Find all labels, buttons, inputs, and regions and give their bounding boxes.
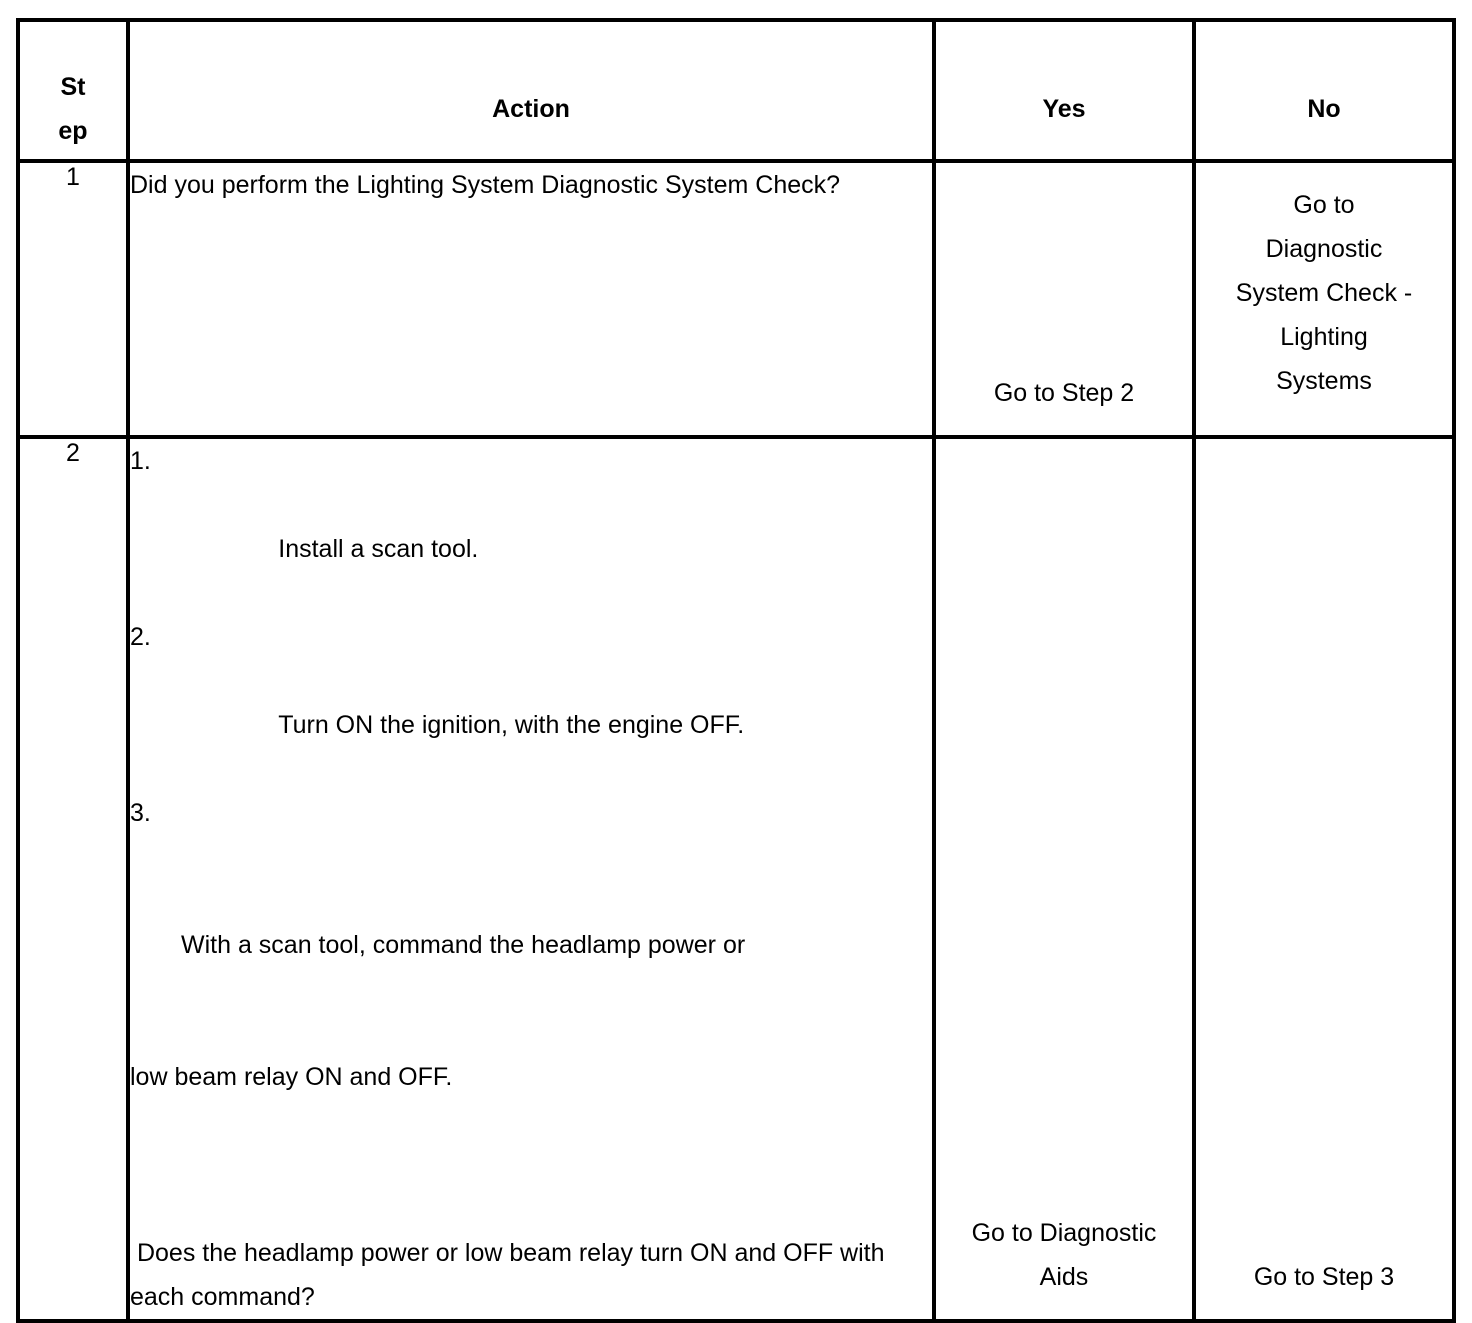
column-header-action-label: Action	[492, 95, 570, 123]
action-question: Does the headlamp power or low beam rela…	[130, 1239, 892, 1311]
list-item-text-continuation: low beam relay ON and OFF.	[130, 1063, 453, 1091]
paragraph-spacer	[130, 1187, 932, 1231]
yes-cell: Go to Diagnostic Aids	[932, 435, 1196, 1323]
no-cell-line: Go to	[1293, 191, 1355, 219]
column-header-yes: Yes	[932, 18, 1196, 163]
action-cell: 1. Install a scan tool. 2. Turn ON the i…	[126, 435, 936, 1323]
list-item-marker: 3.	[130, 799, 151, 827]
no-cell-line: Go to Step 3	[1253, 1263, 1395, 1291]
table-row: 1 Did you perform the Lighting System Di…	[16, 159, 1456, 439]
column-header-step: St ep	[16, 18, 130, 163]
step-number-cell: 1	[16, 159, 130, 439]
list-item-text: Turn ON the ignition, with the engine OF…	[278, 711, 745, 739]
document-page: St ep Action Yes No 1 Did	[16, 18, 1456, 1323]
table-header-row: St ep Action Yes No	[16, 18, 1456, 163]
column-header-action: Action	[126, 18, 936, 163]
yes-cell-line: Go to Diagnostic	[971, 1219, 1157, 1247]
no-cell-line: Systems	[1276, 367, 1372, 395]
action-cell: Did you perform the Lighting System Diag…	[126, 159, 936, 439]
action-paragraph: Did you perform the Lighting System Diag…	[130, 171, 841, 199]
list-item-text: With a scan tool, command the headlamp p…	[181, 931, 746, 959]
no-cell: Go to Step 3	[1192, 435, 1456, 1323]
no-cell: Go to Diagnostic System Check - Lighting…	[1192, 159, 1456, 439]
no-cell-line: Lighting	[1280, 323, 1368, 351]
column-header-no: No	[1192, 18, 1456, 163]
action-step-list: 1. Install a scan tool. 2. Turn ON the i…	[130, 439, 932, 1187]
no-cell-line: Diagnostic	[1265, 235, 1383, 263]
column-header-step-line-2: ep	[58, 117, 88, 145]
column-header-no-label: No	[1307, 95, 1341, 123]
list-item-marker: 1.	[130, 447, 151, 475]
diagnostic-procedure-table: St ep Action Yes No 1 Did	[16, 18, 1456, 1323]
list-item: 3. With a scan tool, command the headlam…	[130, 791, 932, 1187]
list-item: 1. Install a scan tool.	[130, 439, 932, 615]
list-item-marker: 2.	[130, 623, 151, 651]
list-item-text: Install a scan tool.	[278, 535, 479, 563]
yes-cell-line: Aids	[1039, 1263, 1089, 1291]
column-header-yes-label: Yes	[1042, 95, 1086, 123]
no-cell-line: System Check -	[1235, 279, 1413, 307]
table-row: 2 1. Install a scan tool. 2. Turn ON the…	[16, 435, 1456, 1323]
list-item: 2. Turn ON the ignition, with the engine…	[130, 615, 932, 791]
yes-cell: Go to Step 2	[932, 159, 1196, 439]
yes-cell-line: Go to Step 2	[993, 379, 1135, 407]
step-number-cell: 2	[16, 435, 130, 1323]
column-header-step-line-1: St	[60, 73, 86, 101]
